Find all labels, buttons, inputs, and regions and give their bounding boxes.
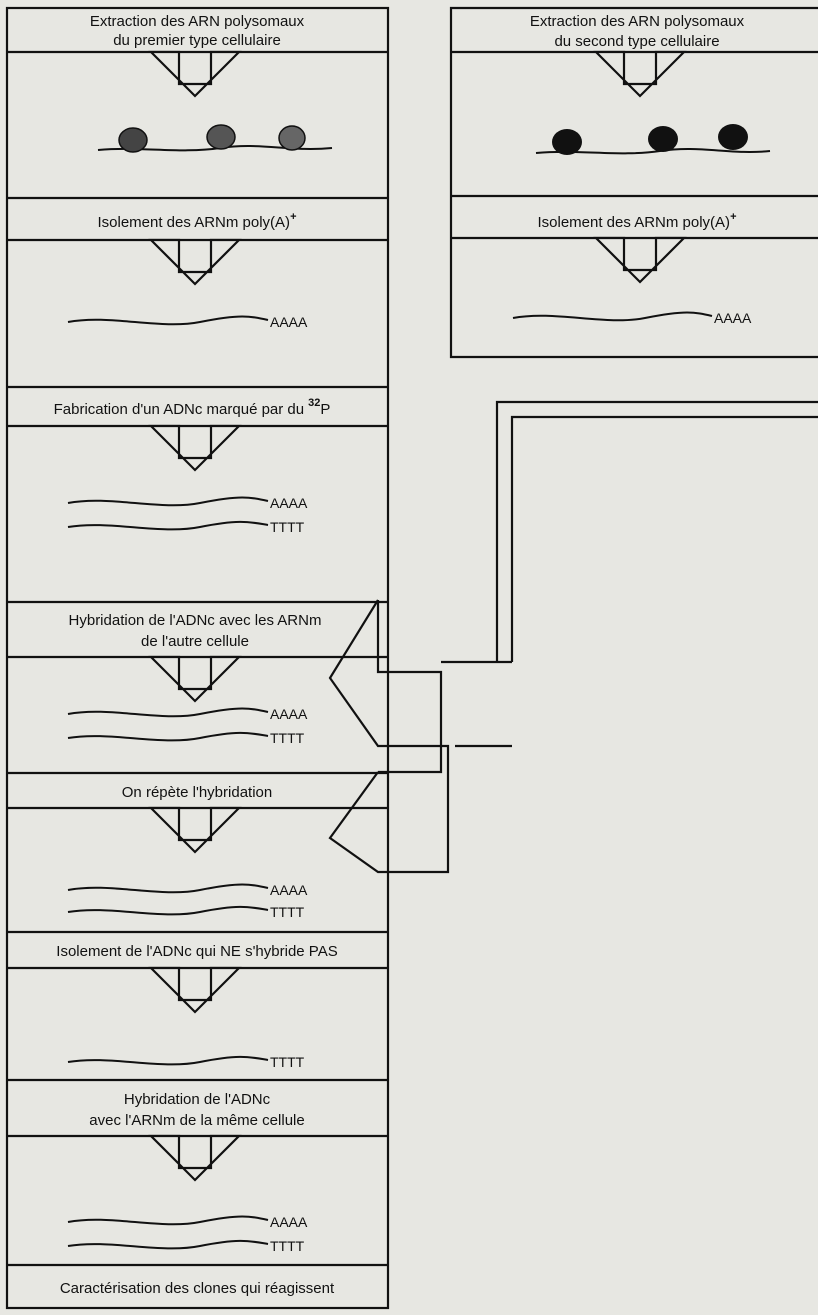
cdna-strand <box>67 1055 269 1066</box>
cdna-strand <box>67 905 269 916</box>
poly-a-label: AAAA <box>270 314 308 330</box>
step-arrow <box>149 238 241 286</box>
step-4-title: Hybridation de l'ADNc avec les ARNm <box>69 612 322 629</box>
step-arrow <box>149 806 241 854</box>
ribosome-icon <box>278 125 306 151</box>
poly-t-label: TTTT <box>270 519 305 535</box>
right-step-1-title: Extraction des ARN polysomaux <box>530 13 745 30</box>
polysome-second-cell <box>535 124 771 155</box>
step-7-title: Hybridation de l'ADNc <box>124 1091 271 1108</box>
right-column-frame <box>449 6 818 359</box>
poly-a-label: AAAA <box>270 1214 308 1230</box>
poly-a-label: AAAA <box>714 310 752 326</box>
cdna-strand <box>67 1239 269 1250</box>
step-2-title: Isolement des ARNm poly(A)+ <box>97 211 296 231</box>
mrna-strand <box>67 707 269 718</box>
mrna-strand <box>67 883 269 894</box>
right-step-1-title-line2: du second type cellulaire <box>554 33 719 50</box>
step-8-title: Caractérisation des clones qui réagissen… <box>60 1280 335 1297</box>
step-arrow <box>149 655 241 703</box>
step-arrow <box>149 1134 241 1182</box>
step-7-title-line2: avec l'ARNm de la même cellule <box>89 1112 304 1129</box>
strands <box>67 311 713 1250</box>
ribosome-icon <box>118 127 148 153</box>
step-6-title: Isolement de l'ADNc qui NE s'hybride PAS <box>56 943 337 960</box>
mrna-strand <box>67 496 269 507</box>
ribosome-icon <box>552 129 582 155</box>
poly-t-label: TTTT <box>270 730 305 746</box>
poly-t-label: TTTT <box>270 1054 305 1070</box>
step-4-title-line2: de l'autre cellule <box>141 633 249 650</box>
poly-a-label: AAAA <box>270 495 308 511</box>
ribosome-icon <box>648 126 678 152</box>
poly-t-label: TTTT <box>270 904 305 920</box>
connector-arrow <box>328 400 818 874</box>
step-arrow <box>149 424 241 472</box>
mrna-strand <box>67 315 269 326</box>
polysome-first-cell <box>97 124 333 153</box>
step-arrow <box>594 236 686 284</box>
mrna-strand <box>67 1215 269 1226</box>
step-1-title: Extraction des ARN polysomaux <box>90 13 305 30</box>
step-1-title-line2: du premier type cellulaire <box>113 32 281 49</box>
right-step-2-title: Isolement des ARNm poly(A)+ <box>537 211 736 231</box>
step-5-title: On répète l'hybridation <box>122 784 272 801</box>
box-outlines <box>5 6 818 1310</box>
step-arrow <box>149 50 241 98</box>
ribosome-icon <box>718 124 748 150</box>
ribosome-icon <box>206 124 236 150</box>
cdna-strand <box>67 731 269 742</box>
cdna-strand <box>67 520 269 531</box>
poly-t-label: TTTT <box>270 1238 305 1254</box>
poly-a-label: AAAA <box>270 706 308 722</box>
mrna-strand <box>512 311 713 322</box>
poly-a-label: AAAA <box>270 882 308 898</box>
step-arrow <box>594 50 686 98</box>
step-arrow <box>149 966 241 1014</box>
